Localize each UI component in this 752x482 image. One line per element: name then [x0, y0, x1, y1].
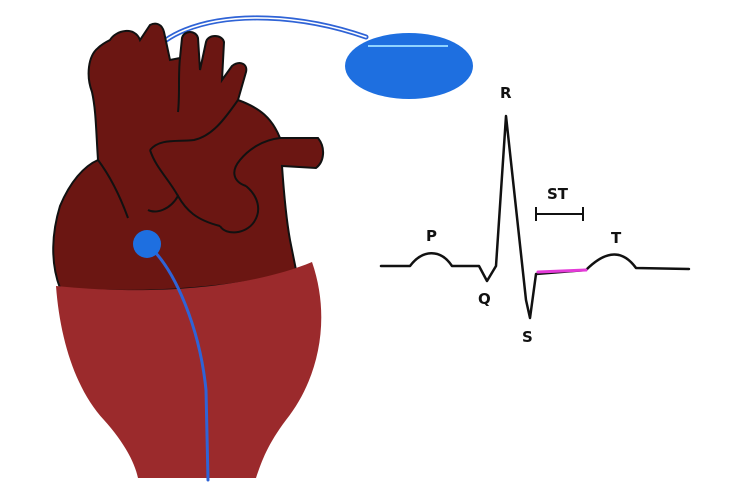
heart-lower	[56, 262, 322, 478]
ecg-label-p: P	[426, 227, 437, 245]
ecg-trace	[379, 114, 691, 320]
heart-upper	[52, 22, 324, 292]
ecg-label-q: Q	[478, 290, 491, 308]
pacemaker-lead-wire-lower	[146, 243, 210, 482]
ecg-label-st: ST	[547, 185, 569, 203]
ecg-label-r: R	[500, 84, 512, 102]
ecg-label-t: T	[611, 229, 622, 247]
st-segment-highlight	[536, 268, 588, 274]
pacemaker-device	[345, 33, 473, 99]
st-interval-bracket	[535, 207, 584, 221]
ecg-label-s: S	[522, 328, 533, 346]
lead-electrode-tip	[133, 230, 161, 258]
